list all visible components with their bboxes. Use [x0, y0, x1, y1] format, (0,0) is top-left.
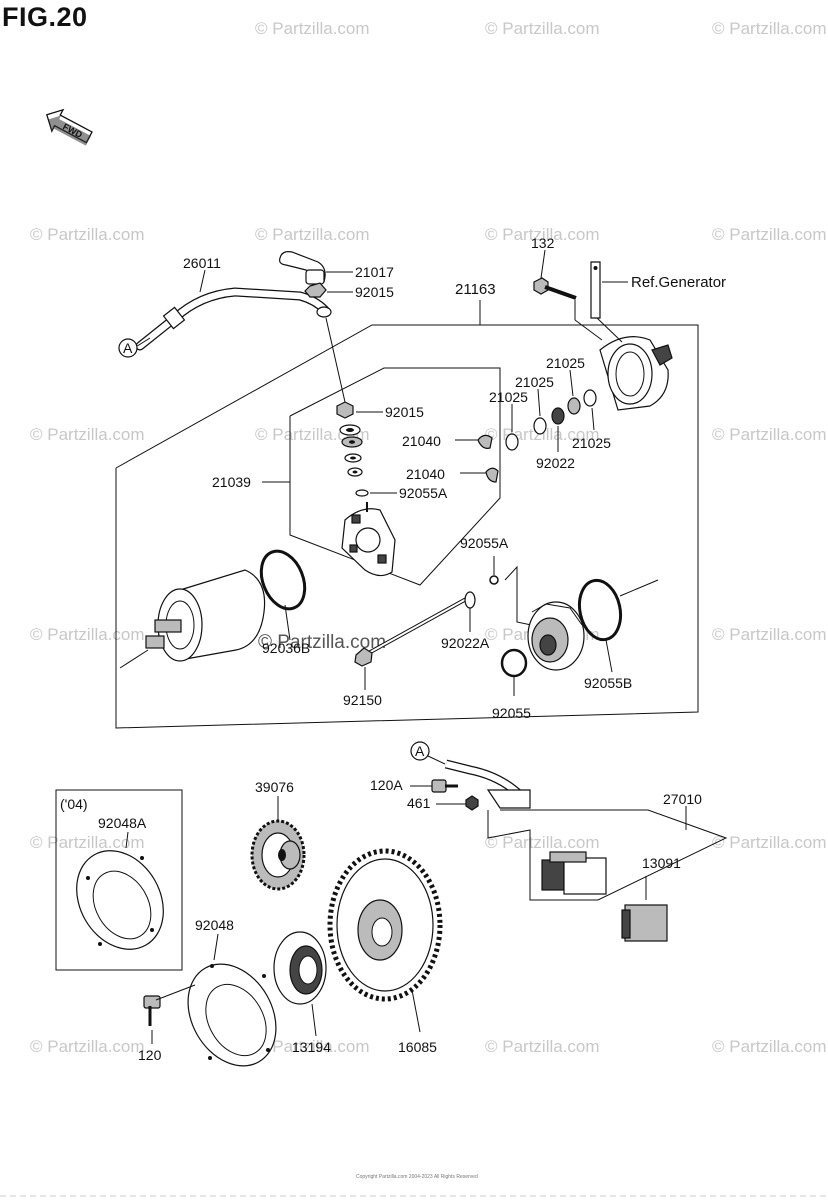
- watermark: © Partzilla.com: [30, 833, 145, 852]
- watermark: © Partzilla.com: [485, 19, 600, 38]
- watermark: © Partzilla.com: [30, 425, 145, 444]
- callout-21040-b: 21040: [406, 466, 445, 482]
- watermark: © Partzilla.com: [485, 1037, 600, 1056]
- callout-92150: 92150: [343, 692, 382, 708]
- callout-92055B: 92055B: [584, 675, 632, 691]
- starter-relay-27010: [541, 851, 607, 895]
- watermark: © Partzilla.com: [712, 1037, 827, 1056]
- starter-front-cover: [527, 601, 585, 671]
- callout-13091: 13091: [642, 855, 681, 871]
- watermark: © Partzilla.com: [30, 1037, 145, 1056]
- year-04-box: [55, 789, 183, 971]
- o-ring-92055A: [489, 575, 499, 585]
- callout-92048A: 92048A: [98, 815, 147, 831]
- brush-21040-b: [485, 467, 499, 483]
- callout-92048: 92048: [195, 917, 234, 933]
- terminal-hardware-stack: [336, 401, 369, 497]
- marker-a-2: A: [415, 743, 425, 759]
- callout-21039: 21039: [212, 474, 251, 490]
- starter-assembly-outline: [115, 300, 699, 729]
- washer-92022A: [464, 591, 476, 609]
- callout-21025-a: 21025: [489, 389, 528, 405]
- bolt-120A: [431, 779, 458, 793]
- callout-21017: 21017: [355, 264, 394, 280]
- o-ring-92055: [500, 648, 528, 678]
- watermark: © Partzilla.com: [712, 625, 827, 644]
- marker-a2-circle: [410, 741, 430, 761]
- callout-92015-top: 92015: [355, 284, 394, 300]
- callout-120A: 120A: [370, 777, 403, 793]
- copyright-text: Copyright Partzilla.com 2004-2023 All Ri…: [356, 1174, 478, 1180]
- watermark: © Partzilla.com: [485, 225, 600, 244]
- starter-motor-yoke: [145, 569, 266, 662]
- through-bolt: [354, 596, 469, 667]
- brush-21040-a: [477, 434, 493, 449]
- marker-a: A: [123, 340, 133, 356]
- marker-a-circle: [118, 338, 138, 358]
- starter-rear-housing: [599, 336, 673, 411]
- callout-92036B: 92036B: [262, 640, 310, 656]
- cover-92048: [187, 963, 277, 1067]
- watermark: © Partzilla.com: [485, 833, 600, 852]
- brush-plate: [341, 502, 396, 577]
- bolt-132: [533, 277, 577, 300]
- watermark: © Partzilla.com: [712, 833, 827, 852]
- callout-461: 461: [407, 795, 431, 811]
- nut-461: [465, 795, 479, 811]
- callout-21040-a: 21040: [402, 433, 441, 449]
- callout-92055A-mid: 92055A: [460, 535, 509, 551]
- callout-92022A: 92022A: [441, 635, 490, 651]
- ref-generator-label: Ref.Generator: [631, 274, 726, 291]
- watermark: © Partzilla.com: [30, 625, 145, 644]
- callout-year-04: ('04): [60, 796, 88, 812]
- watermark: © Partzilla.com: [712, 19, 827, 38]
- figure-title: FIG.20: [2, 2, 88, 32]
- starter-cable: [135, 287, 332, 351]
- relay-assembly-outline: [487, 809, 728, 901]
- watermark: © Partzilla.com: [712, 425, 827, 444]
- callout-26011: 26011: [183, 255, 221, 271]
- callout-132: 132: [531, 235, 555, 251]
- callout-21163: 21163: [455, 281, 496, 298]
- o-ring-92055B: [577, 578, 623, 642]
- watermark: © Partzilla.com: [255, 1037, 370, 1056]
- callout-16085: 16085: [398, 1039, 437, 1055]
- callout-27010: 27010: [663, 791, 702, 807]
- bolt-120: [143, 995, 161, 1026]
- watermark: © Partzilla.com: [712, 225, 827, 244]
- gasket-92048A: [76, 850, 164, 950]
- callout-21025-d: 21025: [572, 435, 611, 451]
- callout-92055A-top: 92055A: [399, 485, 448, 501]
- callout-13194: 13194: [292, 1039, 331, 1055]
- starter-gear-16085: [327, 848, 443, 1002]
- callout-92022: 92022: [536, 455, 575, 471]
- starter-clutch-13194: [273, 931, 327, 1005]
- callout-39076: 39076: [255, 779, 294, 795]
- idle-gear-39076: [250, 819, 306, 891]
- relay-cable: [444, 759, 531, 809]
- callout-92055: 92055: [492, 705, 531, 721]
- callout-92015-mid: 92015: [385, 404, 424, 420]
- callout-21025-c: 21025: [546, 355, 585, 371]
- generator-bracket: [590, 261, 601, 319]
- callout-21025-b: 21025: [515, 374, 554, 390]
- watermark: © Partzilla.com: [255, 225, 370, 244]
- callout-120: 120: [138, 1047, 162, 1063]
- nut-92015: [304, 282, 327, 298]
- watermark: © Partzilla.com: [30, 225, 145, 244]
- terminal-cap: [279, 251, 326, 285]
- fwd-arrow-icon: FWD: [45, 108, 93, 146]
- relay-cover-13091: [621, 904, 668, 942]
- watermark: © Partzilla.com: [255, 19, 370, 38]
- washers-21025: [505, 389, 597, 451]
- o-ring-92036B: [259, 549, 307, 611]
